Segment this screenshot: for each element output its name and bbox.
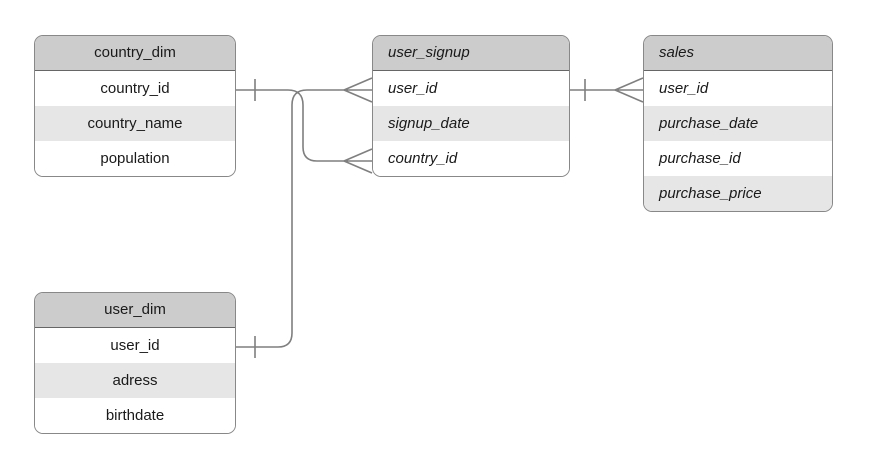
entity-sales[interactable]: sales user_id purchase_date purchase_id … <box>643 35 833 212</box>
entity-country-dim-title: country_dim <box>35 36 235 71</box>
entity-sales-field-purchase-price[interactable]: purchase_price <box>644 176 832 211</box>
entity-user-dim[interactable]: user_dim user_id adress birthdate <box>34 292 236 434</box>
entity-user-signup[interactable]: user_signup user_id signup_date country_… <box>372 35 570 177</box>
relationship-line <box>236 89 344 348</box>
entity-sales-field-purchase-date[interactable]: purchase_date <box>644 106 832 141</box>
entity-country-dim-field-country-name[interactable]: country_name <box>35 106 235 141</box>
entity-country-dim-field-country-id[interactable]: country_id <box>35 71 235 106</box>
entity-country-dim[interactable]: country_dim country_id country_name popu… <box>34 35 236 177</box>
cardinality-many-crowsfoot <box>614 77 644 103</box>
entity-user-signup-field-signup-date[interactable]: signup_date <box>373 106 569 141</box>
entity-sales-field-purchase-id[interactable]: purchase_id <box>644 141 832 176</box>
entity-sales-title: sales <box>644 36 832 71</box>
entity-sales-field-user-id[interactable]: user_id <box>644 71 832 106</box>
entity-user-dim-title: user_dim <box>35 293 235 328</box>
entity-country-dim-field-population[interactable]: population <box>35 141 235 176</box>
entity-user-dim-field-user-id[interactable]: user_id <box>35 328 235 363</box>
entity-user-signup-field-user-id[interactable]: user_id <box>373 71 569 106</box>
entity-user-signup-field-country-id[interactable]: country_id <box>373 141 569 176</box>
relationship-line <box>236 89 344 162</box>
entity-user-signup-title: user_signup <box>373 36 569 71</box>
entity-user-dim-field-adress[interactable]: adress <box>35 363 235 398</box>
cardinality-many-crowsfoot <box>343 148 373 174</box>
cardinality-many-crowsfoot <box>343 77 373 103</box>
relationship-signup-to-sales <box>570 77 644 103</box>
relationship-country-to-signup <box>236 79 373 174</box>
relationship-userdim-to-signup <box>236 77 373 358</box>
entity-user-dim-field-birthdate[interactable]: birthdate <box>35 398 235 433</box>
